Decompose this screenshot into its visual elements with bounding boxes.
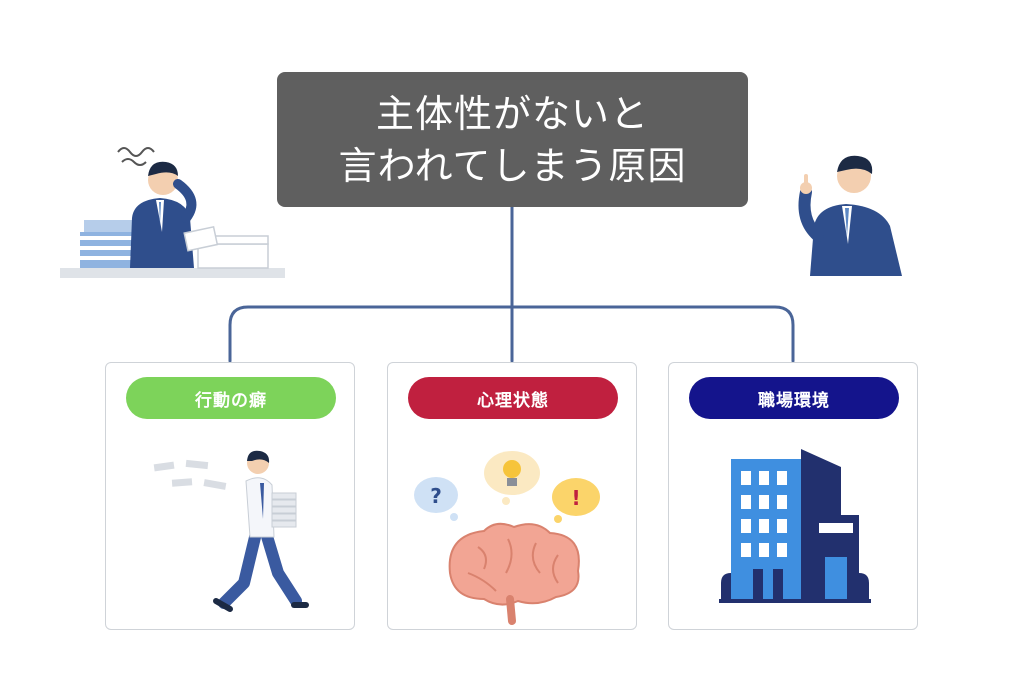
svg-text:?: ? bbox=[430, 484, 442, 508]
walking-businessman-icon bbox=[153, 450, 309, 612]
cause-card-habits: 行動の癖 bbox=[105, 362, 355, 630]
brain-thoughts-icon: ? ! bbox=[414, 451, 600, 625]
cause-card-mindset: 心理状態 ? ! bbox=[387, 362, 637, 630]
svg-text:!: ! bbox=[571, 486, 580, 510]
cause-label-mindset: 心理状態 bbox=[408, 377, 618, 419]
title-line-1: 主体性がないと bbox=[375, 91, 649, 136]
office-building-icon bbox=[719, 449, 871, 603]
cause-label-habits: 行動の癖 bbox=[126, 377, 336, 419]
title-line-2: 言われてしまう原因 bbox=[338, 143, 687, 188]
title-box: 主体性がないと 言われてしまう原因 bbox=[277, 72, 748, 207]
businessman-idea-icon bbox=[798, 155, 902, 276]
stressed-businessman-icon bbox=[60, 147, 285, 278]
cause-label-workplace: 職場環境 bbox=[689, 377, 899, 419]
cause-card-workplace: 職場環境 bbox=[668, 362, 918, 630]
